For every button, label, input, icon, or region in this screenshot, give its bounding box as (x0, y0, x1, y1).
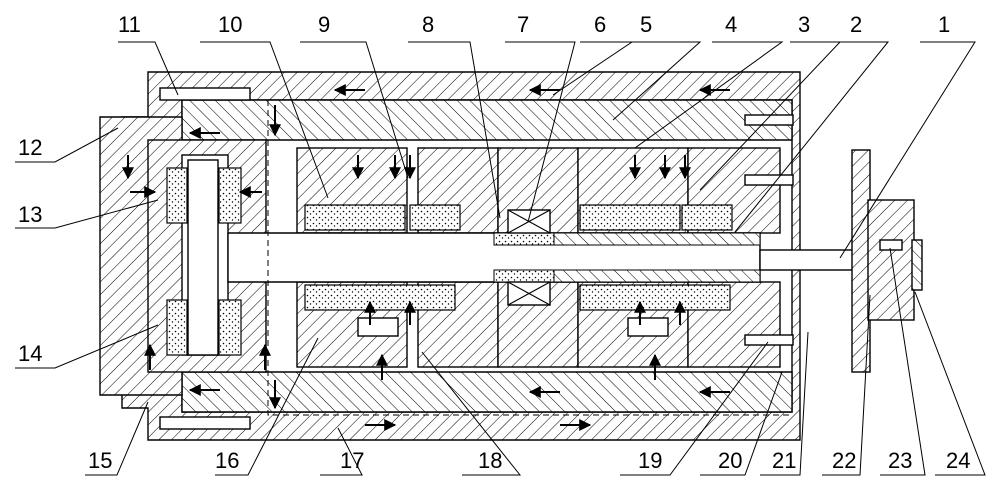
label-5: 5 (640, 12, 652, 37)
label-2: 2 (850, 12, 862, 37)
label-8: 8 (422, 12, 434, 37)
label-6: 6 (594, 12, 606, 37)
label-19: 19 (638, 448, 662, 473)
leader-lines (15, 41, 986, 476)
label-21: 21 (772, 448, 796, 473)
label-10: 10 (218, 12, 242, 37)
label-23: 23 (888, 448, 912, 473)
label-13: 13 (18, 202, 42, 227)
label-20: 20 (718, 448, 742, 473)
label-9: 9 (318, 12, 330, 37)
right-coupling (851, 149, 923, 373)
label-3: 3 (798, 12, 810, 37)
label-7: 7 (517, 12, 529, 37)
label-17: 17 (340, 448, 364, 473)
label-24: 24 (946, 448, 970, 473)
label-18: 18 (478, 448, 502, 473)
label-14: 14 (18, 341, 42, 366)
label-4: 4 (725, 12, 737, 37)
part-labels: 1 2 3 4 5 6 7 8 9 10 11 12 13 14 15 16 1… (18, 12, 970, 473)
label-11: 11 (118, 12, 141, 37)
label-12: 12 (18, 135, 42, 160)
label-16: 16 (215, 448, 239, 473)
label-1: 1 (938, 12, 950, 37)
label-22: 22 (832, 448, 856, 473)
label-15: 15 (88, 448, 112, 473)
thrust-disk (166, 159, 242, 356)
flow-channels (267, 99, 790, 416)
bolts (159, 87, 794, 430)
flow-arrows (122, 84, 730, 431)
